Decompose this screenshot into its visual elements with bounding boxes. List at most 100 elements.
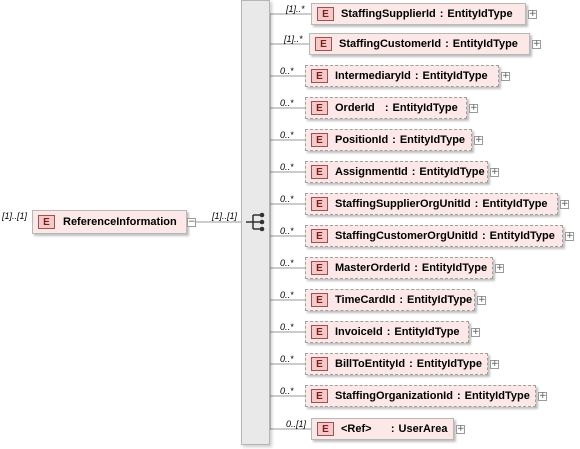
child-cardinality: 0..[1]	[286, 419, 307, 429]
type-separator: :	[386, 326, 391, 338]
element-type-icon: E	[317, 422, 334, 436]
type-separator: :	[409, 358, 413, 370]
child-element-box[interactable]: E InvoiceId:EntityIdType	[305, 321, 469, 343]
child-element-box[interactable]: E TimeCardId:EntityIdType	[305, 289, 475, 311]
element-name: <Ref>	[341, 423, 387, 435]
element-type-icon: E	[311, 293, 328, 307]
collapse-icon[interactable]: −	[187, 217, 196, 227]
expand-icon[interactable]: +	[456, 424, 465, 434]
element-name: AssignmentId	[335, 166, 408, 178]
element-type-name: EntityIdType	[489, 230, 555, 242]
expand-icon[interactable]: +	[538, 391, 547, 401]
type-separator: :	[384, 102, 389, 114]
root-cardinality: [1]..[1]	[2, 211, 28, 221]
element-type-icon: E	[311, 165, 328, 179]
child-element-box[interactable]: E StaffingSupplierId:EntityIdType	[311, 3, 526, 25]
root-element-name: ReferenceInformation	[63, 216, 177, 228]
child-element-box[interactable]: E BillToEntityId:EntityIdType	[305, 353, 488, 375]
element-type-name: EntityIdType	[419, 166, 485, 178]
expand-icon[interactable]: +	[560, 199, 569, 209]
child-element-box[interactable]: E StaffingCustomerId:EntityIdType	[309, 33, 530, 55]
sequence-compositor	[241, 0, 270, 445]
child-element-box[interactable]: E IntermediaryId:EntityIdType	[305, 65, 499, 87]
element-type-icon: E	[311, 229, 328, 243]
element-name: TimeCardId	[335, 294, 396, 306]
element-name: BillToEntityId	[335, 358, 406, 370]
element-type-name: EntityIdType	[406, 294, 473, 306]
type-separator: :	[414, 70, 419, 82]
element-type-icon: E	[311, 357, 328, 371]
type-separator: :	[390, 423, 395, 435]
child-cardinality: 0..*	[280, 354, 294, 364]
element-name: StaffingSupplierId	[341, 8, 436, 20]
element-type-icon: E	[311, 69, 328, 83]
element-name: InvoiceId	[335, 326, 383, 338]
element-name: MasterOrderId	[335, 262, 411, 274]
element-type-name: EntityIdType	[392, 102, 458, 114]
expand-icon[interactable]: +	[477, 295, 486, 305]
element-type-icon: E	[311, 261, 328, 275]
expand-icon[interactable]: +	[490, 359, 499, 369]
child-cardinality: 0..*	[280, 130, 294, 140]
type-separator: :	[482, 230, 486, 242]
element-type-name: EntityIdType	[422, 70, 488, 82]
child-element-box[interactable]: E<Ref> :UserArea	[311, 418, 454, 440]
sequence-icon	[246, 212, 265, 232]
child-element-box[interactable]: E AssignmentId:EntityIdType	[305, 161, 488, 183]
expand-icon[interactable]: +	[469, 103, 478, 113]
type-separator: :	[392, 134, 396, 146]
expand-icon[interactable]: +	[474, 135, 483, 145]
expand-icon[interactable]: +	[532, 39, 541, 49]
child-cardinality: 0..*	[280, 290, 294, 300]
element-type-name: EntityIdType	[447, 8, 513, 20]
element-name: StaffingCustomerId	[339, 38, 442, 50]
element-type-icon: E	[38, 215, 55, 229]
element-type-name: EntityIdType	[452, 38, 518, 50]
element-type-icon: E	[315, 37, 332, 51]
type-separator: :	[411, 166, 416, 178]
child-cardinality: 0..*	[280, 386, 294, 396]
sequence-cardinality: [1]..[1]	[212, 211, 238, 221]
element-type-name: EntityIdType	[464, 390, 530, 402]
child-element-box[interactable]: E OrderId :EntityIdType	[305, 97, 467, 119]
type-separator: :	[414, 262, 418, 274]
type-separator: :	[439, 8, 444, 20]
child-cardinality: 0..*	[280, 98, 294, 108]
child-cardinality: 0..*	[280, 258, 294, 268]
child-cardinality: [1]..*	[284, 34, 303, 44]
element-type-icon: E	[317, 7, 334, 21]
element-name: StaffingSupplierOrgUnitId	[335, 198, 471, 210]
expand-icon[interactable]: +	[471, 327, 480, 337]
root-element-box[interactable]: E ReferenceInformation	[32, 210, 187, 234]
element-type-name: EntityIdType	[416, 358, 482, 370]
expand-icon[interactable]: +	[490, 167, 499, 177]
element-type-icon: E	[311, 197, 328, 211]
expand-icon[interactable]: +	[565, 231, 574, 241]
element-type-name: EntityIdType	[482, 198, 548, 210]
element-type-icon: E	[311, 389, 328, 403]
type-separator: :	[445, 38, 449, 50]
element-type-icon: E	[311, 325, 328, 339]
type-separator: :	[399, 294, 403, 306]
element-type-name: EntityIdType	[421, 262, 488, 274]
expand-icon[interactable]: +	[501, 71, 510, 81]
element-name: StaffingOrganizationId	[335, 390, 453, 402]
element-type-name: EntityIdType	[394, 326, 460, 338]
expand-icon[interactable]: +	[495, 263, 504, 273]
child-element-box[interactable]: E MasterOrderId:EntityIdType	[305, 257, 493, 279]
child-cardinality: 0..*	[280, 162, 294, 172]
element-type-icon: E	[311, 133, 328, 147]
element-type-icon: E	[311, 101, 328, 115]
element-name: IntermediaryId	[335, 70, 411, 82]
child-cardinality: 0..*	[280, 194, 294, 204]
child-cardinality: 0..*	[280, 66, 294, 76]
type-separator: :	[456, 390, 461, 402]
element-type-name: EntityIdType	[399, 134, 466, 146]
expand-icon[interactable]: +	[528, 9, 537, 19]
child-element-box[interactable]: E StaffingOrganizationId:EntityIdType	[305, 385, 536, 407]
element-name: OrderId	[335, 102, 381, 114]
